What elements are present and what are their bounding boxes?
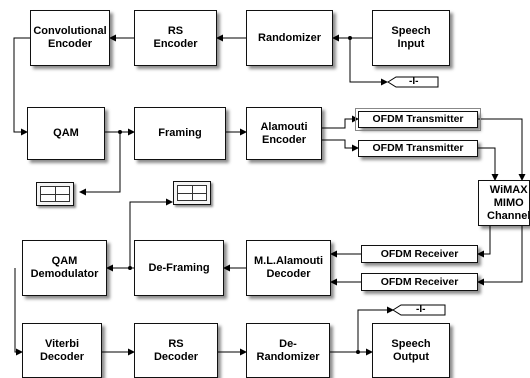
qam-block[interactable]: QAM (27, 107, 105, 160)
ofdm-receiver-1-block[interactable]: OFDM Receiver (361, 245, 478, 263)
randomizer-block[interactable]: Randomizer (246, 10, 333, 66)
convolutional-encoder-block[interactable]: Convolutional Encoder (30, 10, 110, 66)
ml-alamouti-decoder-block[interactable]: M.L.Alamouti Decoder (246, 240, 331, 296)
output-goto-tag[interactable]: -I- (416, 304, 426, 315)
alamouti-encoder-block[interactable]: Alamouti Encoder (246, 107, 322, 160)
speech-output-block[interactable]: Speech Output (372, 323, 450, 378)
de-framing-block[interactable]: De-Framing (134, 240, 224, 296)
ofdm-transmitter-2-block[interactable]: OFDM Transmitter (358, 140, 478, 157)
viterbi-decoder-block[interactable]: Viterbi Decoder (22, 323, 102, 378)
qam-demodulator-block[interactable]: QAM Demodulator (22, 240, 107, 296)
de-randomizer-block[interactable]: De- Randomizer (246, 323, 330, 378)
ofdm-transmitter-1-block[interactable]: OFDM Transmitter (355, 108, 481, 131)
framing-block[interactable]: Framing (134, 107, 226, 160)
qam-scope-icon[interactable] (36, 182, 74, 206)
speech-input-block[interactable]: Speech Input (372, 10, 450, 66)
deframing-scope-icon[interactable] (173, 181, 211, 205)
rs-encoder-block[interactable]: RS Encoder (134, 10, 217, 66)
wimax-mimo-channel-block[interactable]: WiMAX MIMO Channel (478, 180, 530, 226)
ofdm-receiver-2-block[interactable]: OFDM Receiver (361, 273, 478, 291)
input-goto-tag[interactable]: -I- (409, 76, 419, 87)
goto-tag-shape (387, 76, 439, 88)
rs-decoder-block[interactable]: RS Decoder (134, 323, 218, 378)
goto-tag-shape (392, 304, 446, 316)
